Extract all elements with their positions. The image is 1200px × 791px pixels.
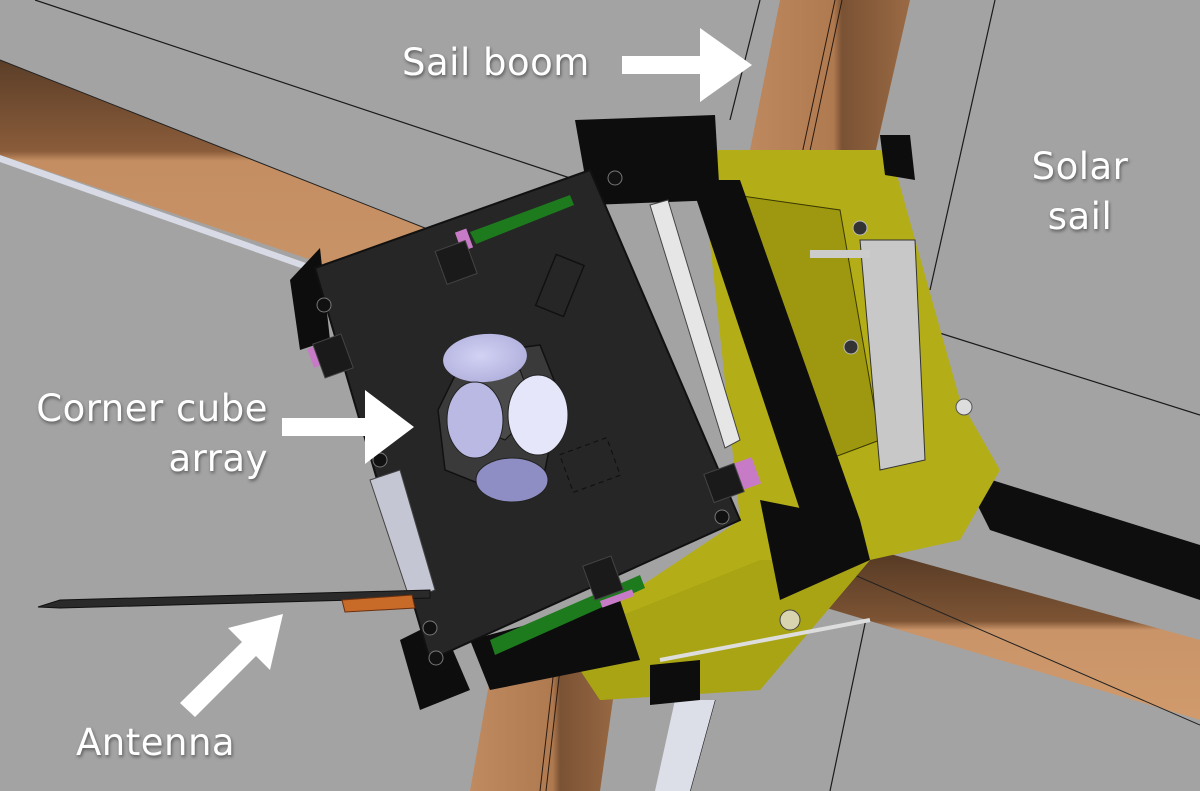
annotation-arrows [180,28,752,717]
sail-edge-strip-bottom [655,700,715,791]
corner-cube-arrow-icon [282,390,414,464]
side-bracket [369,469,436,601]
label-corner-cube-line1: Corner cube [36,387,268,430]
deployer-rail [960,470,1200,600]
sail-boom-right [800,540,1200,726]
label-corner-cube-array: Corner cube array [10,384,268,484]
label-solar-sail-line2: sail [1047,195,1113,238]
label-solar-sail: Solar sail [1015,142,1145,242]
reflector-bottom [475,457,549,503]
sail-boom-left [0,59,431,300]
label-corner-cube-line2: array [168,437,268,480]
label-solar-sail-line1: Solar [1031,145,1129,188]
label-antenna: Antenna [76,721,236,764]
corner-cube-array-element [437,333,569,503]
reflector-right [507,374,569,456]
sail-boom-arrow-icon [622,28,752,102]
reflector-left [446,381,504,459]
reflector-top [443,333,527,383]
antenna-element [37,589,431,613]
antenna-arrow-icon [180,614,283,717]
hinge-pin [810,250,870,258]
sail-edge-strip [0,155,320,274]
sail-spool-bracket [859,239,926,471]
label-sail-boom: Sail boom [402,41,590,84]
